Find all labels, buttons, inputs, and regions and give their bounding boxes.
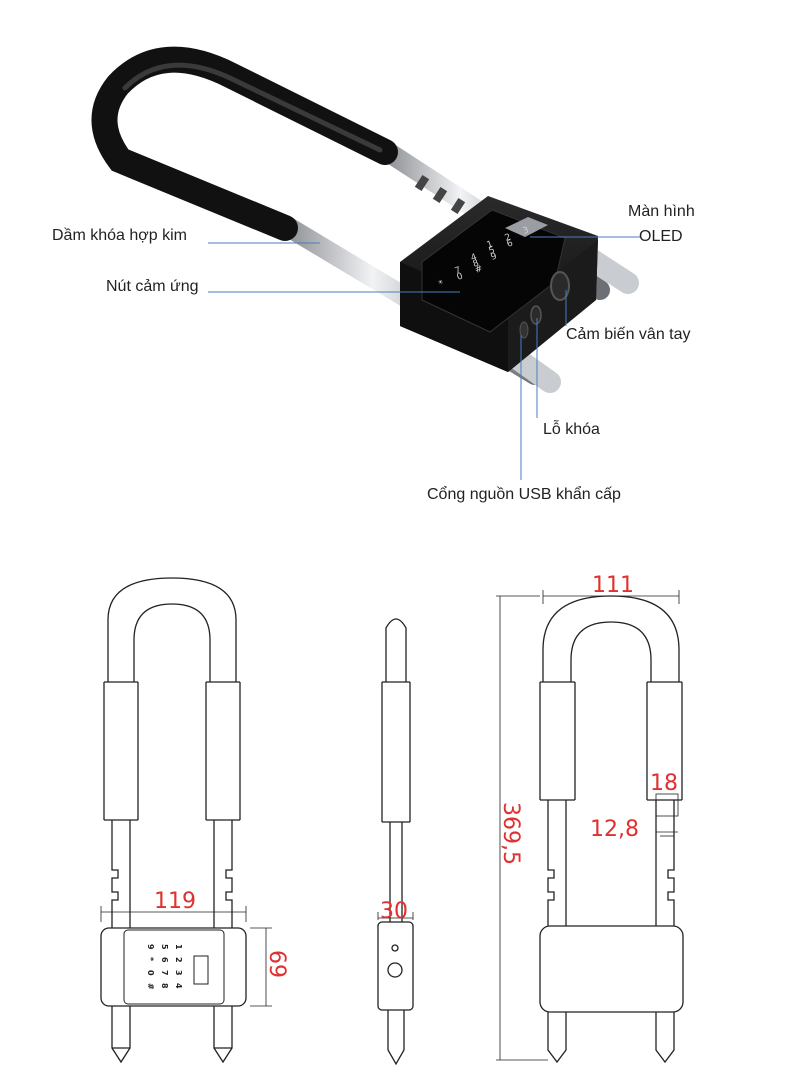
dim-shackle-outer: 18 [650, 771, 678, 796]
dim-front-width: 119 [154, 889, 196, 914]
keypad-key: 2 [504, 232, 513, 243]
front-dimension-lines [100, 906, 272, 1007]
drawing-key: * [146, 957, 155, 962]
keyhole-port [530, 305, 542, 325]
label-keyhole: Lỗ khóa [543, 421, 600, 438]
drawing-key: 2 [174, 957, 183, 963]
shackle-notches [414, 174, 466, 215]
lock-product-render: 123 456 789 * 0 # [91, 46, 639, 393]
dim-total-height: 369,5 [498, 802, 523, 865]
label-alloy-beam: Dầm khóa hợp kim [52, 227, 187, 244]
keypad-key: 9 [490, 251, 499, 262]
drawing-key: 1 [174, 944, 183, 950]
usb-port [519, 321, 529, 339]
dim-side-depth: 30 [380, 899, 408, 924]
label-usb-port: Cổng nguồn USB khẩn cấp [427, 486, 621, 503]
dim-total-width: 111 [592, 573, 634, 598]
callout-lines [208, 236, 640, 480]
keypad-key: 7 [454, 265, 463, 276]
drawing-key: 8 [160, 983, 169, 989]
drawing-key: 3 [174, 970, 183, 976]
drawing-keypad-keys: 1 2 3 4 5 6 7 8 9 * 0 # [146, 944, 183, 990]
drawing-back-view [539, 595, 684, 1064]
drawing-key: 7 [160, 970, 169, 976]
drawing-key: 9 [146, 944, 155, 950]
lock-body: 123 456 789 * 0 # [400, 196, 598, 372]
label-screen-line1: Màn hình [628, 203, 695, 220]
keypad-key: 1 [486, 239, 495, 250]
side-dimension-lines [377, 912, 414, 920]
shackle-rubber-sleeve [91, 46, 398, 241]
fingerprint-sensor-ring [550, 271, 570, 301]
label-touch-button: Nút cảm ứng [106, 278, 199, 295]
label-fingerprint-sensor: Cảm biến vân tay [566, 326, 691, 343]
drawing-key: # [146, 983, 155, 990]
drawing-side-view [377, 618, 414, 1066]
drawing-key: 6 [160, 957, 169, 963]
keypad-key: * [438, 279, 446, 290]
keypad-keys: 123 456 789 * 0 # [438, 225, 531, 289]
dim-front-height: 69 [264, 950, 289, 978]
back-dimension-lines [496, 590, 680, 1061]
keypad-key: 4 [470, 252, 479, 263]
dim-shackle-inner: 12,8 [590, 817, 639, 842]
keypad-key: 3 [522, 225, 531, 236]
keypad-key: # [474, 264, 485, 276]
drawing-key: 4 [174, 983, 183, 989]
keypad-key: 0 [456, 271, 465, 282]
keypad-key: 6 [506, 238, 515, 249]
keypad-key: 8 [472, 258, 481, 269]
keypad-key: 5 [488, 245, 497, 256]
drawing-key: 5 [160, 944, 169, 950]
label-screen-line2: OLED [639, 228, 683, 245]
drawing-front-view [100, 577, 247, 1064]
drawing-key: 0 [146, 970, 155, 976]
oled-screen [505, 217, 548, 237]
